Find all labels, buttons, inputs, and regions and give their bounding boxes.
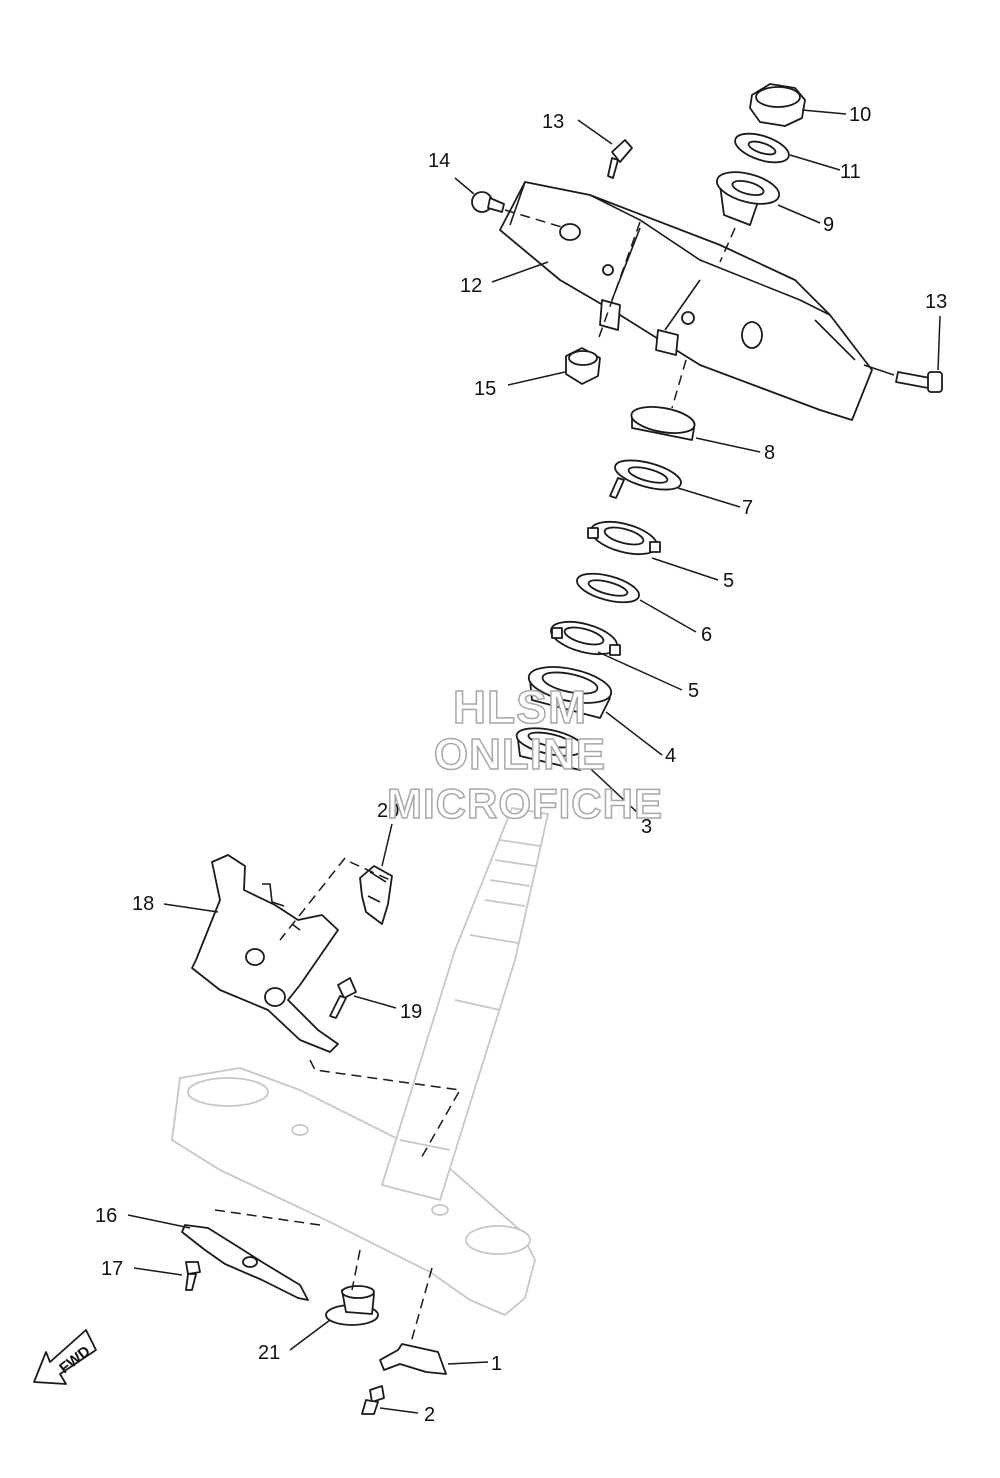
callout-8: 8 — [764, 442, 775, 464]
callout-13-right: 13 — [925, 291, 947, 313]
bolt-14 — [471, 191, 505, 213]
callout-4: 4 — [665, 745, 676, 767]
watermark-line-3: MICROFICHE — [386, 779, 663, 828]
callout-20: 20 — [377, 800, 399, 822]
ring-nut-lower — [550, 620, 621, 656]
clamp-20 — [359, 865, 393, 925]
plate-16 — [181, 1224, 309, 1301]
callout-15: 15 — [474, 378, 496, 400]
callout-11: 11 — [840, 161, 861, 183]
seal-8 — [630, 406, 696, 441]
callout-17: 17 — [101, 1258, 123, 1280]
collar-21 — [325, 1285, 379, 1326]
bearing-3 — [515, 727, 585, 771]
clip-1 — [379, 1343, 447, 1375]
callout-16: 16 — [95, 1205, 117, 1227]
callout-21: 21 — [258, 1342, 280, 1364]
ring-nut-upper — [587, 520, 661, 556]
callout-12: 12 — [460, 275, 482, 297]
callout-18: 18 — [132, 893, 154, 915]
fwd-arrow-badge: FWD — [33, 1329, 97, 1385]
callout-14: 14 — [428, 150, 450, 172]
bolt-13-right — [895, 371, 943, 393]
callout-labels: 1 2 3 4 5 6 5 7 8 9 10 11 12 13 13 14 15… — [95, 104, 947, 1426]
steering-stem — [381, 807, 549, 1201]
watermark-line-2: ONLINE — [433, 729, 607, 780]
callout-9: 9 — [823, 214, 834, 236]
callout-5-upper: 5 — [723, 570, 734, 592]
callout-3: 3 — [641, 816, 652, 838]
collar-9 — [715, 171, 781, 226]
nut-15 — [565, 347, 601, 385]
callout-1: 1 — [491, 1353, 502, 1375]
bolt-13-top — [607, 139, 633, 179]
watermark-line-1: HLSM — [452, 680, 588, 734]
washer-6 — [576, 572, 640, 604]
upper-bracket — [499, 181, 873, 421]
cap-nut — [749, 83, 806, 127]
lower-bracket — [171, 1067, 536, 1316]
bolt-19 — [329, 977, 357, 1019]
callout-5-lower: 5 — [688, 680, 699, 702]
callout-7: 7 — [742, 497, 753, 519]
assembly-lines — [214, 209, 736, 1347]
callout-19: 19 — [400, 1001, 422, 1023]
bearing-race-4 — [527, 666, 613, 719]
leader-lines — [127, 109, 941, 1414]
callout-10: 10 — [849, 104, 871, 126]
screw-2 — [361, 1385, 385, 1415]
lock-washer-7 — [609, 459, 682, 499]
callout-6: 6 — [701, 624, 712, 646]
bracket-18 — [191, 854, 339, 1053]
washer-11 — [734, 132, 790, 164]
callout-13-top: 13 — [542, 111, 564, 133]
bolt-17 — [185, 1261, 201, 1291]
callout-2: 2 — [424, 1404, 435, 1426]
